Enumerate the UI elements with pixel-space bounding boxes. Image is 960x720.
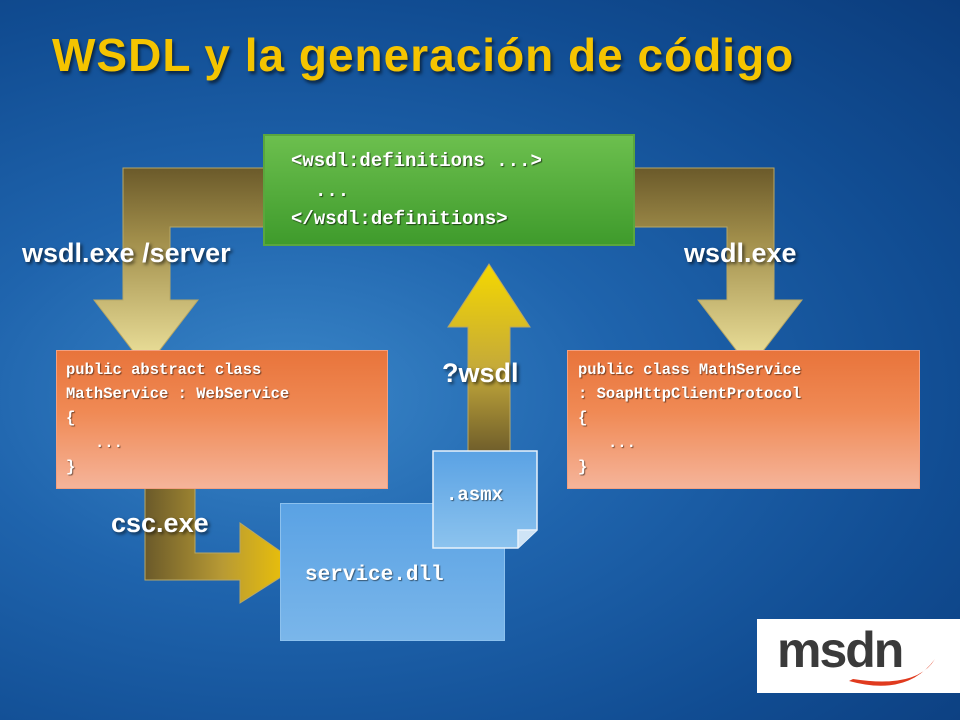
client-code-line-2: : SoapHttpClientProtocol xyxy=(578,385,802,403)
arrow-wsdl-exe xyxy=(616,167,804,369)
msdn-logo-swoosh-icon xyxy=(849,659,935,686)
wsdl-definitions-box: <wsdl:definitions ...> ... </wsdl:defini… xyxy=(263,134,635,246)
query-wsdl-label: ?wsdl xyxy=(442,358,519,388)
server-code-line-5: } xyxy=(66,458,76,476)
server-code-box: public abstract class MathService : WebS… xyxy=(56,350,388,489)
client-code-line-1: public class MathService xyxy=(578,361,802,379)
asmx-document-icon xyxy=(432,450,538,549)
server-code-line-4: ... xyxy=(95,434,123,452)
wsdl-line-3: </wsdl:definitions> xyxy=(291,208,508,230)
arrow-wsdl-server xyxy=(92,167,281,369)
arrow-csc xyxy=(144,463,301,604)
wsdl-server-label: wsdl.exe /server xyxy=(22,238,231,268)
msdn-logo-text: msdn xyxy=(777,622,904,678)
slide-title: WSDL y la generación de código xyxy=(52,29,795,81)
asmx-label: .asmx xyxy=(446,484,504,506)
msdn-logo: msdn xyxy=(757,619,960,693)
wsdl-exe-label: wsdl.exe xyxy=(684,238,797,268)
server-code-line-3: { xyxy=(66,409,76,427)
service-dll-label: service.dll xyxy=(305,564,444,587)
wsdl-line-2: ... xyxy=(315,180,350,202)
client-code-line-3: { xyxy=(578,409,588,427)
server-code-line-1: public abstract class xyxy=(66,361,262,379)
wsdl-line-1: <wsdl:definitions ...> xyxy=(291,150,542,172)
client-code-line-5: } xyxy=(578,458,588,476)
arrow-query-wsdl xyxy=(447,263,531,457)
server-code-line-2: MathService : WebService xyxy=(66,385,290,403)
csc-exe-label: csc.exe xyxy=(111,508,209,538)
client-code-line-4: ... xyxy=(608,434,636,452)
client-code-box: public class MathService : SoapHttpClien… xyxy=(567,350,920,489)
